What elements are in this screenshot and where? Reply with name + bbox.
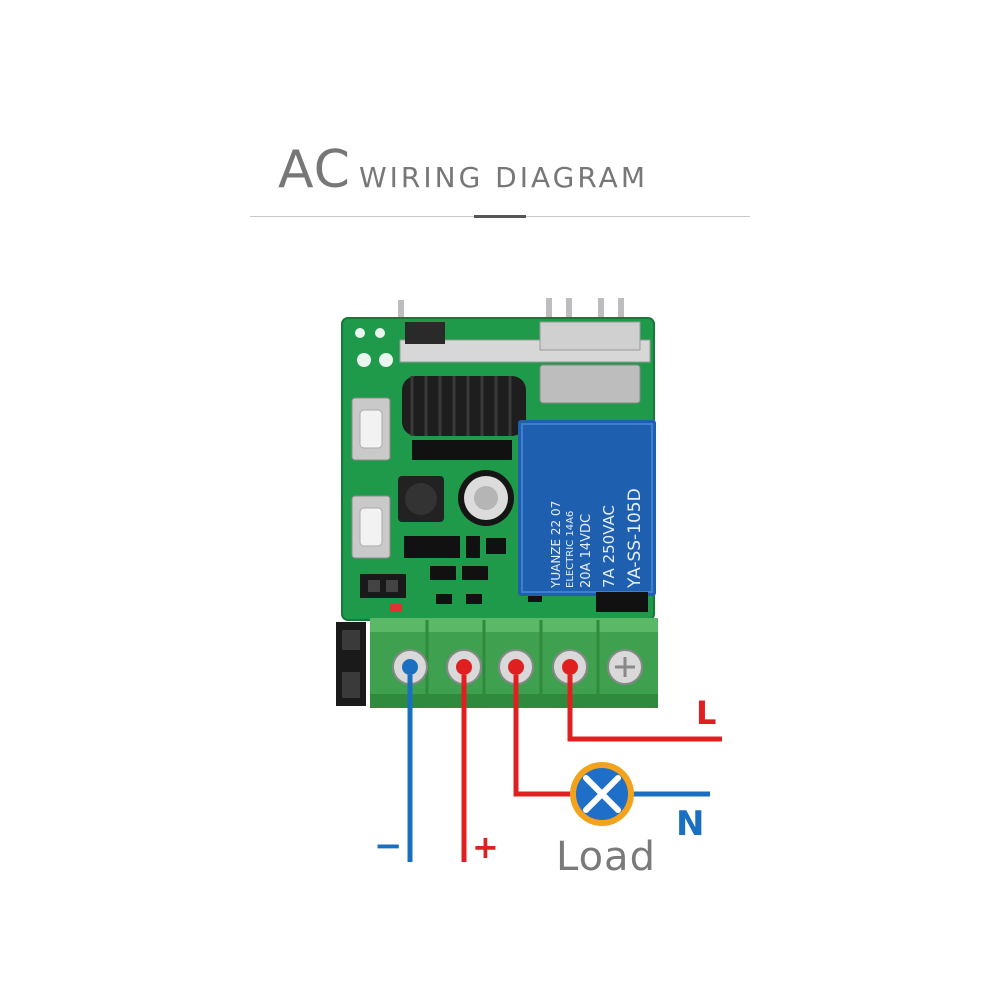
top-pins xyxy=(398,298,624,322)
label-neutral: N xyxy=(676,804,705,844)
jumper-header xyxy=(360,574,406,612)
side-connector xyxy=(336,622,366,706)
relay-line-5: YA-SS-105D xyxy=(625,488,645,589)
terminal-screw-2 xyxy=(446,649,482,685)
terminal-screw-4 xyxy=(552,649,588,685)
terminal-screw-3 xyxy=(498,649,534,685)
push-button-top xyxy=(351,397,391,461)
relay-line-3: 20A 14VDC xyxy=(579,514,594,588)
capacitor xyxy=(458,470,514,526)
load-bulb-icon xyxy=(570,762,634,826)
label-positive: + xyxy=(472,828,499,866)
title-ac: AC xyxy=(278,140,351,200)
title-wiring-diagram: WIRING DIAGRAM xyxy=(358,161,648,194)
terminal-screw-5 xyxy=(607,649,643,685)
label-load: Load xyxy=(556,834,656,880)
label-negative: − xyxy=(374,826,403,866)
relay xyxy=(518,420,656,612)
inductor xyxy=(398,476,444,522)
antenna-coil xyxy=(402,376,526,436)
wire-to-load xyxy=(513,675,572,797)
relay-label-text: YUANZE 22 07 ELECTRIC 14A6 20A 14VDC 7A … xyxy=(549,488,645,589)
push-button-bottom xyxy=(351,495,391,559)
title-divider-accent xyxy=(474,215,526,218)
relay-line-1: YUANZE 22 07 xyxy=(549,501,563,589)
relay-line-4: 7A 250VAC xyxy=(600,505,618,588)
relay-line-2: ELECTRIC 14A6 xyxy=(565,511,576,588)
wire-live xyxy=(567,675,722,742)
label-live: L xyxy=(696,694,717,732)
